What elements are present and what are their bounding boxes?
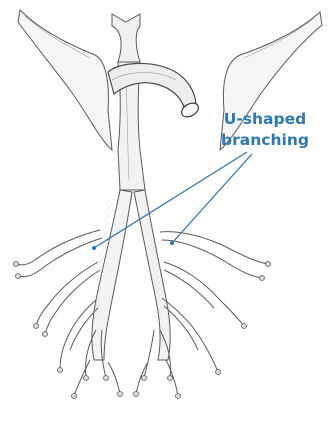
annotation-line-2: branching xyxy=(210,130,320,151)
right-branch-pointer xyxy=(170,241,174,245)
u-shaped-branching-label: U-shaped branching xyxy=(210,109,320,151)
right-main-branch xyxy=(134,190,170,360)
left-upper-trunk xyxy=(18,10,112,150)
annotation-line-1: U-shaped xyxy=(210,109,320,130)
left-branch-pointer xyxy=(92,246,96,250)
central-vessel-top xyxy=(112,14,140,62)
branch-tips xyxy=(14,262,271,399)
